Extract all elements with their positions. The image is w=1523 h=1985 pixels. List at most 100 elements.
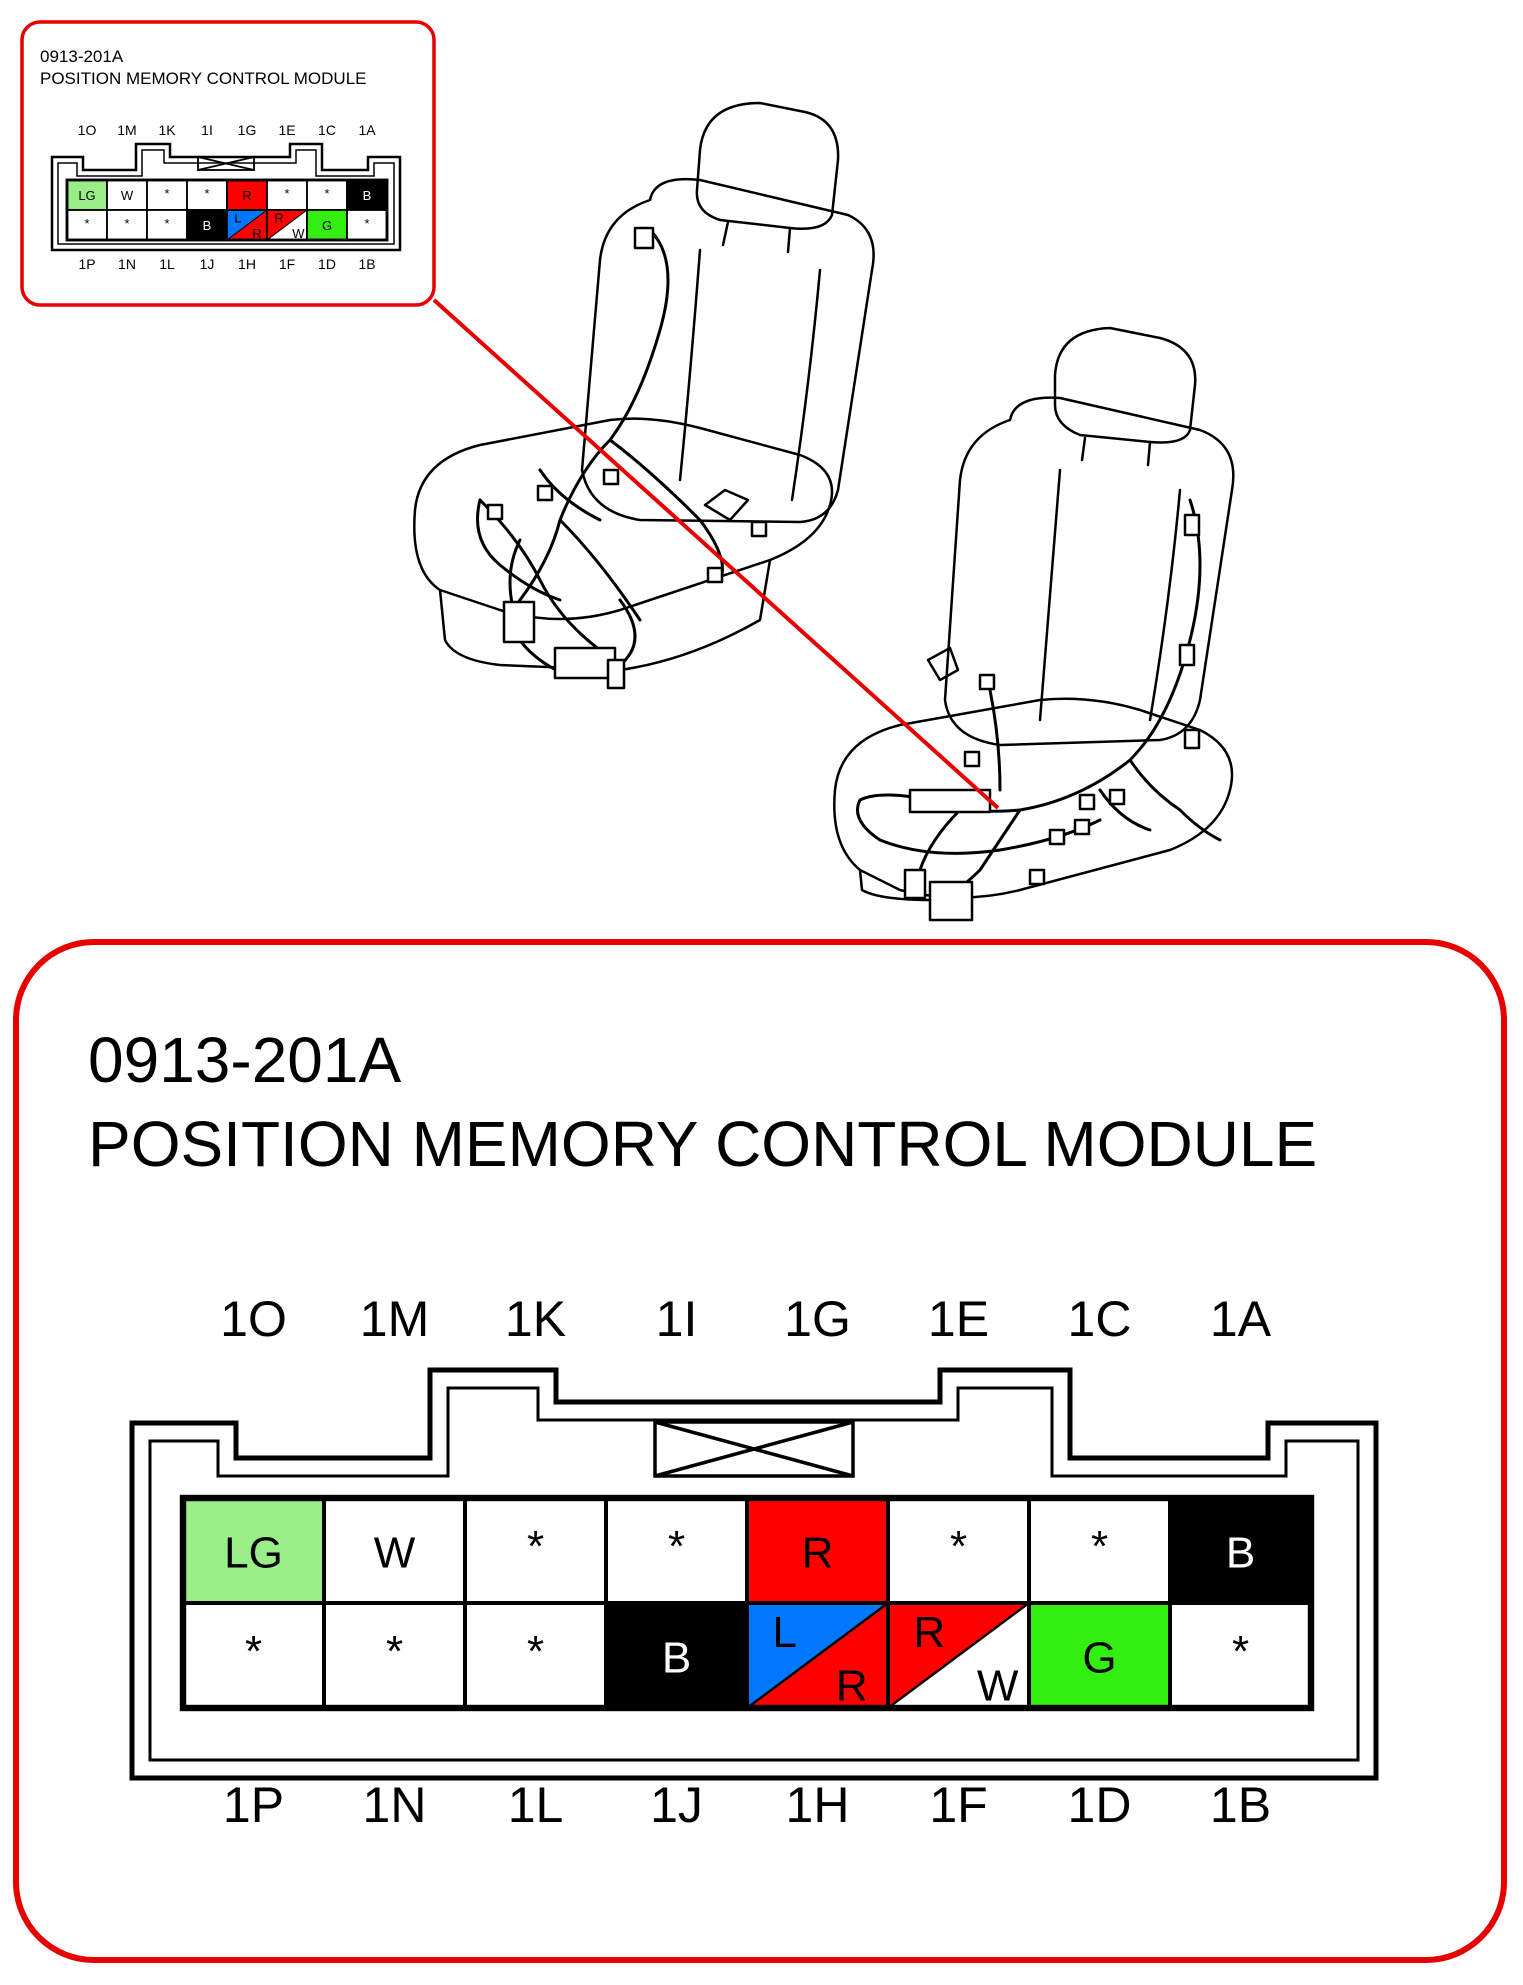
unused-pin-mark: * (245, 1627, 262, 1676)
wire-color-fill (606, 1603, 747, 1708)
pin-label-1h: 1H (786, 1777, 850, 1833)
wire-color-code: R (242, 188, 251, 203)
small-connector-name: POSITION MEMORY CONTROL MODULE (40, 69, 367, 88)
unused-pin-mark: * (124, 216, 129, 231)
pin-cavity-1f: RW (266, 209, 308, 241)
pin-label-1g: 1G (784, 1291, 851, 1347)
unused-pin-mark: * (284, 186, 289, 201)
pin-cavity-1m: W (322, 1496, 467, 1605)
large-callout-frame (13, 939, 1507, 1963)
split-divider (746, 1602, 889, 1709)
right-seat-connector-g (1108, 788, 1126, 806)
left-seat-connector-h (606, 658, 626, 690)
unused-pin-mark: * (1091, 1522, 1108, 1571)
left-seat-module (553, 646, 617, 680)
pin-cavity-1c: * (1027, 1496, 1172, 1605)
wire-color-code: B (1226, 1528, 1255, 1577)
unused-pin-mark: * (527, 1627, 544, 1676)
wire-color-fill (107, 180, 147, 210)
right-seat-backrest (943, 396, 1235, 747)
pin-label-1g: 1G (238, 122, 257, 138)
pin-cavity-1j: B (186, 209, 228, 241)
pin-label-1h: 1H (238, 256, 256, 272)
wire-color-code: B (363, 188, 372, 203)
left-seat-bracket (703, 488, 750, 522)
wire-stripe-code: W (292, 226, 305, 241)
right-seat-module (908, 788, 992, 814)
wire-color-fill (307, 180, 347, 210)
wire-color-fill (324, 1603, 465, 1708)
right-seat-headrest (1053, 326, 1197, 444)
pin-cavity-1g: R (745, 1496, 890, 1605)
pin-cavity-1o: LG (66, 179, 108, 211)
left-seat-connector-b (486, 503, 504, 521)
wire-stripe-code: R (836, 1662, 868, 1711)
pin-label-1i: 1I (656, 1291, 698, 1347)
pin-cavity-1i: * (604, 1496, 749, 1605)
right-seat-connector-h (1048, 828, 1066, 846)
right-seat-cushion (833, 697, 1234, 899)
split-divider (266, 209, 308, 241)
wire-color-fill (67, 210, 107, 240)
right-seat-connector-i (1073, 818, 1091, 836)
wire-color-fill (183, 1603, 324, 1708)
wire-color-fill (67, 180, 107, 210)
wire-color-code: L (772, 1608, 796, 1657)
large-connector-name: POSITION MEMORY CONTROL MODULE (88, 1108, 1317, 1180)
pin-grid-frame (65, 178, 389, 242)
unused-pin-mark: * (1232, 1627, 1249, 1676)
left-seat-connector-c (536, 484, 554, 502)
small-connector-view: 0913-201A POSITION MEMORY CONTROL MODULE… (40, 47, 402, 272)
pin-cavity-1n: * (106, 209, 148, 241)
pin-cavity-1m: W (106, 179, 148, 211)
wire-color-fill (267, 180, 307, 210)
pin-cavity-1e: * (886, 1496, 1031, 1605)
wire-color-fill (347, 180, 387, 210)
small-callout-frame (20, 20, 436, 307)
wire-color-code: LG (224, 1528, 283, 1577)
pin-cavity-1b: * (346, 209, 388, 241)
right-seat-cushion-side (858, 868, 932, 902)
pin-cavity-1c: * (306, 179, 348, 211)
pin-label-1m: 1M (117, 122, 136, 138)
pin-label-1n: 1N (363, 1777, 427, 1833)
wire-color-fill (1029, 1603, 1170, 1708)
pin-label-1i: 1I (201, 122, 213, 138)
pin-cavity-1l: * (146, 209, 188, 241)
pin-cavity-1o: LG (181, 1496, 326, 1605)
large-connector-view: 0913-201A POSITION MEMORY CONTROL MODULE… (88, 1024, 1379, 1833)
leader-line (432, 298, 1000, 810)
pin-label-1f: 1F (929, 1777, 987, 1833)
left-seat-connector-e (750, 520, 768, 538)
pin-label-1p: 1P (223, 1777, 284, 1833)
pin-label-1e: 1E (278, 122, 295, 138)
pin-label-1l: 1L (508, 1777, 564, 1833)
pin-label-1o: 1O (78, 122, 97, 138)
unused-pin-mark: * (950, 1522, 967, 1571)
wire-stripe-code: W (977, 1662, 1019, 1711)
unused-pin-mark: * (204, 186, 209, 201)
pin-label-1b: 1B (1210, 1777, 1271, 1833)
pin-label-1a: 1A (1210, 1291, 1272, 1347)
wire-color-code: G (322, 218, 332, 233)
wire-color-fill (324, 1498, 465, 1603)
small-key-box (197, 156, 255, 171)
pin-label-1a: 1A (358, 122, 376, 138)
pin-label-1d: 1D (318, 256, 336, 272)
pin-label-1c: 1C (1068, 1291, 1132, 1347)
pin-label-1p: 1P (78, 256, 95, 272)
wire-color-fill (465, 1498, 606, 1603)
right-seat-headrest-post (1080, 436, 1152, 467)
wire-color-fill (347, 210, 387, 240)
wire-color-fill (187, 210, 227, 240)
small-connector-shell-inner (57, 149, 395, 245)
pin-cavity-1f: RW (886, 1601, 1031, 1711)
split-divider (226, 209, 268, 241)
pin-label-1k: 1K (505, 1291, 566, 1347)
wire-color-fill (1170, 1498, 1311, 1603)
